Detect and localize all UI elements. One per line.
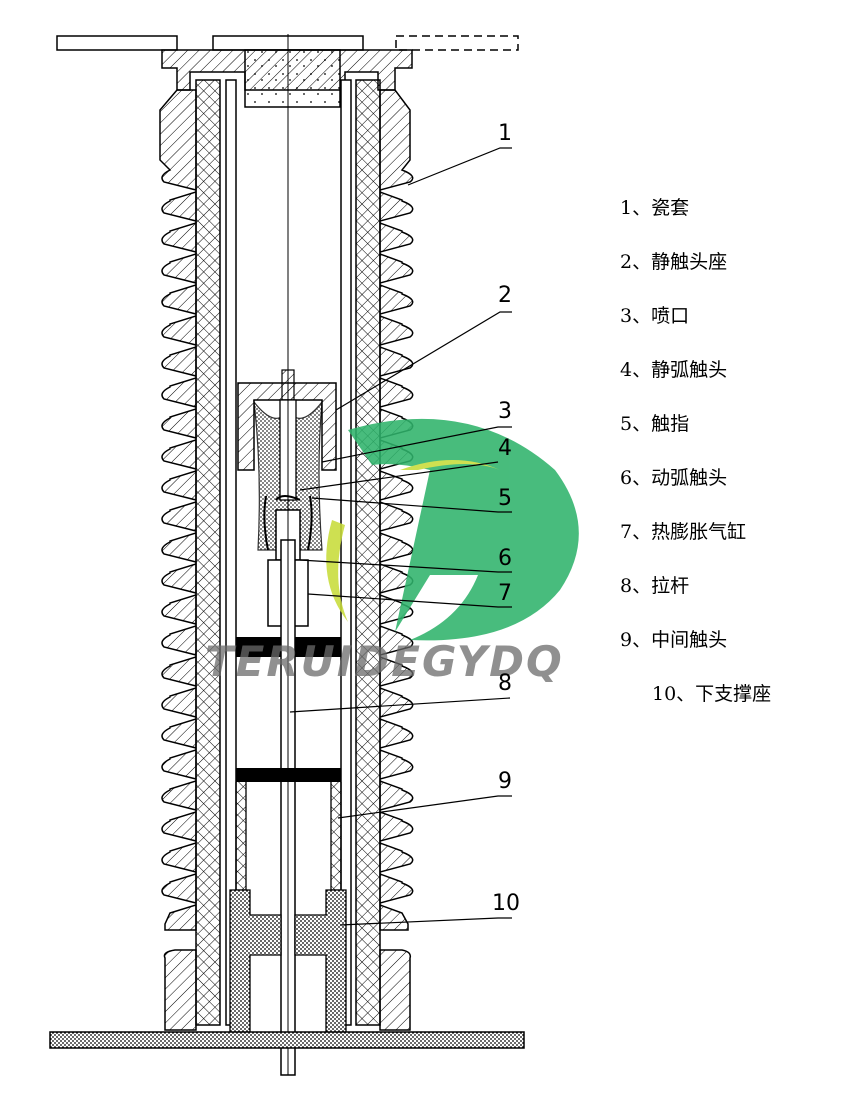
legend-item-7: 7、热膨胀气缸 — [620, 521, 747, 543]
leader-4 — [299, 461, 499, 491]
callout-2: 2 — [498, 283, 512, 308]
watermark-text: TERUIDEGYDQ — [205, 637, 564, 686]
callout-4: 4 — [498, 436, 512, 461]
callout-9: 9 — [498, 769, 512, 794]
legend-item-10: 10、下支撑座 — [652, 683, 772, 705]
bottom-base-plate — [49, 1031, 525, 1049]
bottom-lug-right — [379, 949, 412, 1031]
leader-7 — [307, 593, 512, 608]
legend-item-9: 9、中间触头 — [620, 629, 728, 651]
top-plate-left — [56, 35, 178, 51]
callout-5: 5 — [498, 486, 512, 511]
leader-5 — [311, 497, 512, 513]
middle-contact-left — [235, 782, 247, 891]
legend-item-1: 1、瓷套 — [620, 197, 690, 219]
black-band-lower — [236, 768, 341, 782]
insulating-wall-left — [195, 79, 221, 1026]
leader-lines — [289, 147, 512, 926]
porcelain-sheds-right — [379, 89, 414, 931]
legend-item-4: 4、静弧触头 — [620, 359, 728, 381]
leader-10 — [339, 917, 512, 926]
legend-item-8: 8、拉杆 — [620, 575, 690, 597]
leader-6 — [299, 559, 512, 573]
conductor-tube-right — [340, 79, 352, 1026]
legend-item-2: 2、静触头座 — [620, 251, 728, 273]
watermark-green-tail — [400, 460, 500, 470]
watermark-green-d — [348, 418, 579, 641]
callout-10: 10 — [492, 891, 520, 916]
leader-9 — [337, 795, 512, 819]
leader-1 — [407, 147, 512, 186]
contact-fingers — [263, 495, 313, 551]
leader-3 — [321, 426, 512, 463]
porcelain-sheds-left — [159, 89, 197, 931]
bottom-lug-left — [163, 949, 197, 1031]
callout-1: 1 — [498, 121, 512, 146]
callout-3: 3 — [498, 399, 512, 424]
callout-6: 6 — [498, 546, 512, 571]
leader-2 — [335, 311, 512, 411]
leader-8 — [289, 697, 511, 713]
callout-numbers: 1 2 3 4 5 6 7 8 9 10 — [492, 121, 520, 916]
insulating-wall-right — [355, 79, 381, 1026]
callout-8: 8 — [498, 671, 512, 696]
conductor-tube-left — [225, 79, 237, 1026]
middle-contact-right — [330, 782, 342, 891]
callout-7: 7 — [498, 581, 512, 606]
top-plate-right-dashed — [395, 35, 519, 51]
legend-item-3: 3、喷口 — [620, 305, 690, 327]
top-insulator-plug — [244, 49, 341, 108]
watermark-logo: TERUIDEGYDQ — [205, 418, 579, 686]
watermark-lime-swoosh — [326, 520, 348, 622]
legend-item-6: 6、动弧触头 — [620, 467, 728, 489]
legend-item-5: 5、触指 — [620, 413, 690, 435]
